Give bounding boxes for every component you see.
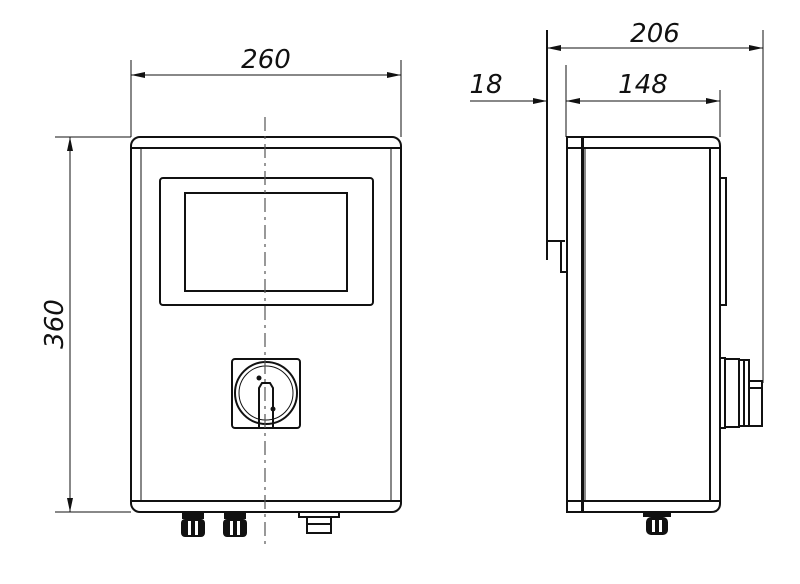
mounting-plate [566,136,583,513]
bracket-offset-label: 18 [469,70,502,100]
cable-gland-icon [181,512,205,537]
cable-gland-icon [223,512,247,537]
enclosure-front-outline [130,136,402,513]
width-label: 260 [241,45,291,75]
bracket-offset-dimension: 18 [469,70,547,104]
enclosure-side-outline [582,136,721,513]
overall-depth-dimension: 206 [547,19,764,383]
overall-depth-label: 206 [630,19,680,49]
body-depth-label: 148 [618,70,668,100]
side-view: 206 148 18 [469,19,764,535]
connector-plug-icon [298,511,340,534]
display-screen [184,192,348,292]
display-bump [719,177,727,306]
side-switch-body [719,357,763,429]
rotary-switch-icon [231,358,301,429]
display-frame [159,177,374,306]
height-dimension: 360 [40,136,131,513]
height-label: 360 [40,299,70,349]
width-dimension: 260 [130,45,402,137]
front-view: 260 360 [40,45,402,548]
body-depth-dimension: 148 [565,65,721,137]
cable-gland-icon [643,512,671,535]
wall-bracket [546,30,566,273]
